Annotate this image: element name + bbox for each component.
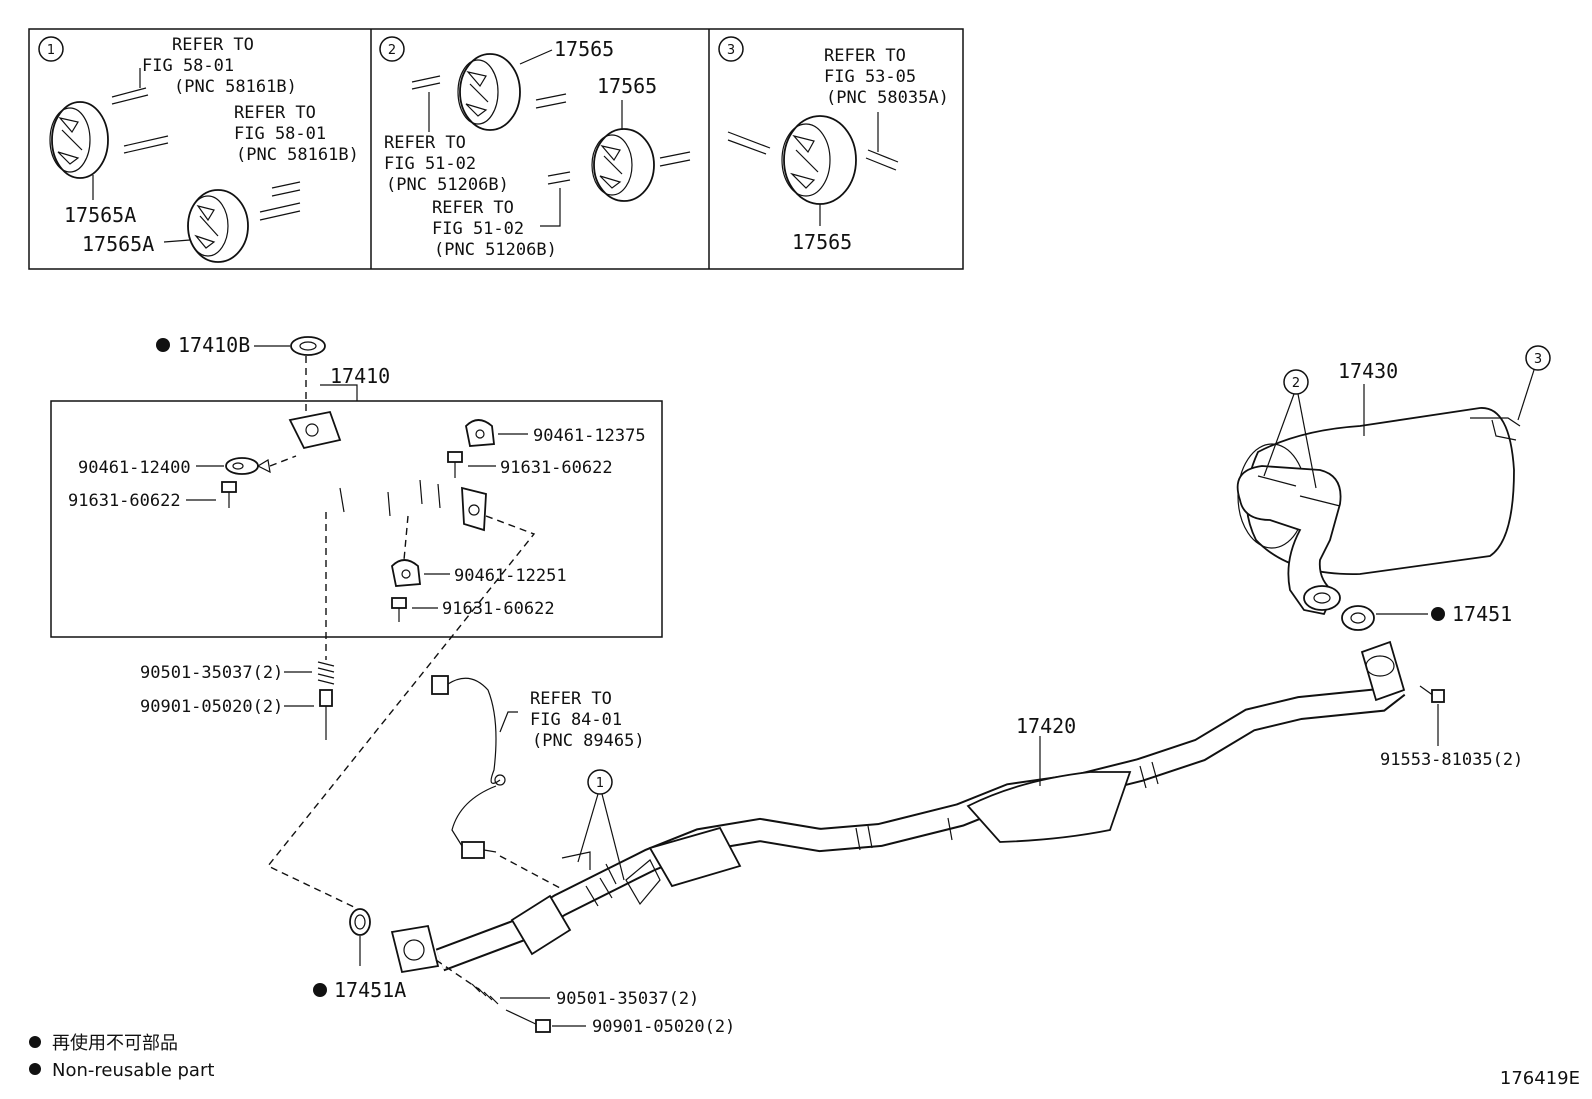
bolt-90901-05020-a xyxy=(319,689,333,740)
callout-3-circle xyxy=(1525,345,1551,371)
panel-3-ref-line2: FIG 53-05 xyxy=(824,67,916,87)
callout-1-number: 1 xyxy=(596,776,604,791)
label-91631-60622-c: 91631-60622 xyxy=(442,599,555,619)
gasket-17451 xyxy=(1341,605,1375,631)
panel-1-number-circle xyxy=(38,36,64,62)
bolt-90901-05020-b xyxy=(505,1009,551,1033)
non-reusable-dot-17451A xyxy=(313,983,327,997)
panel-1-hanger-rods xyxy=(111,68,301,221)
label-17451A: 17451A xyxy=(334,978,406,1002)
label-17451: 17451 xyxy=(1452,602,1512,626)
label-90501-35037-b: 90501-35037(2) xyxy=(556,989,699,1009)
center-exhaust-pipe-17420 xyxy=(390,640,1406,974)
label-91553-81035: 91553-81035(2) xyxy=(1380,750,1523,770)
panel-2-part-label-2: 17565 xyxy=(597,74,657,98)
clamp-90461-12400 xyxy=(225,457,271,475)
hanger-17565-panel2-lower xyxy=(591,128,655,202)
muffler-17430 xyxy=(1236,407,1521,616)
label-17410B: 17410B xyxy=(178,333,250,357)
panel-1-number: 1 xyxy=(47,43,55,58)
inset-panel-1: 1 REFER TO FIG 58-01 (PNC 58161B) REFER … xyxy=(38,35,359,263)
panel-3-number-circle xyxy=(718,36,744,62)
hanger-17565A-upper xyxy=(49,101,109,179)
callout-2-number: 2 xyxy=(1292,376,1300,391)
label-91631-60622-a: 91631-60622 xyxy=(500,458,613,478)
gasket-17451A xyxy=(349,908,371,936)
spring-90501-35037-a xyxy=(317,661,335,685)
hanger-90461-12251 xyxy=(391,559,421,587)
panel-2-hanger-rods xyxy=(411,75,691,227)
label-90901-05020-b: 90901-05020(2) xyxy=(592,1017,735,1037)
panel-2-ref-1-line1: REFER TO xyxy=(384,133,466,153)
label-90901-05020-a: 90901-05020(2) xyxy=(140,697,283,717)
callout-3-number: 3 xyxy=(1534,352,1542,367)
panel-1-part-label-2: 17565A xyxy=(82,232,154,256)
hanger-90461-12375 xyxy=(465,419,495,447)
panel-2-number: 2 xyxy=(388,43,396,58)
legend-jp: 再使用不可部品 xyxy=(52,1033,178,1054)
panel-1-part-label-1: 17565A xyxy=(64,203,136,227)
legend-en: Non-reusable part xyxy=(52,1060,214,1081)
hanger-17565-panel2-upper xyxy=(457,53,521,131)
label-91631-60622-b: 91631-60622 xyxy=(68,491,181,511)
panel-2-ref-2-line1: REFER TO xyxy=(432,198,514,218)
inset-panel-3: 3 REFER TO FIG 53-05 (PNC 58035A) 17565 xyxy=(718,36,949,254)
panel-2-part-label-1: 17565 xyxy=(554,37,614,61)
panel-2-ref-2-line2: FIG 51-02 xyxy=(432,219,524,239)
front-pipe-to-gasket-guide xyxy=(266,515,536,909)
panel-1-ref-2-line1: REFER TO xyxy=(234,103,316,123)
panel-2-ref-1-line2: FIG 51-02 xyxy=(384,154,476,174)
panel-1-ref-1-line2: FIG 58-01 xyxy=(142,56,234,76)
front-pipe-17410 xyxy=(288,410,487,532)
panel-2-number-circle xyxy=(379,36,405,62)
panel-3-ref-line1: REFER TO xyxy=(824,46,906,66)
sensor-ref-line1: REFER TO xyxy=(530,689,612,709)
panel-3-part-label: 17565 xyxy=(792,230,852,254)
spring-90501-35037-b xyxy=(471,983,499,1005)
bolt-91631-60622-c xyxy=(391,597,407,622)
label-17420: 17420 xyxy=(1016,714,1076,738)
hanger-17565A-lower xyxy=(187,189,249,263)
gasket-17410B xyxy=(290,336,326,356)
panel-1-ref-2-line3: (PNC 58161B) xyxy=(236,145,359,165)
label-90461-12375: 90461-12375 xyxy=(533,426,646,446)
panel-3-number: 3 xyxy=(727,43,735,58)
panel-2-ref-1-line3: (PNC 51206B) xyxy=(386,175,509,195)
non-reusable-dot-17410B xyxy=(156,338,170,352)
callout-1-circle xyxy=(587,769,613,795)
sensor-ref-line3: (PNC 89465) xyxy=(532,731,645,751)
panel-1-ref-2-line2: FIG 58-01 xyxy=(234,124,326,144)
oxygen-sensor xyxy=(431,675,506,859)
panel-1-ref-1-line1: REFER TO xyxy=(172,35,254,55)
label-90461-12400: 90461-12400 xyxy=(78,458,191,478)
label-90461-12251: 90461-12251 xyxy=(454,566,567,586)
label-17410: 17410 xyxy=(330,364,390,388)
callout-2-circle xyxy=(1283,369,1309,395)
inset-panel-2: 2 17565 17565 REFER TO FIG 51-02 (PNC 51… xyxy=(379,36,691,260)
bolt-91631-60622-a xyxy=(447,451,463,478)
panel-3-ref-line3: (PNC 58035A) xyxy=(826,88,949,108)
panel-1-ref-1-line3: (PNC 58161B) xyxy=(174,77,297,97)
hanger-17565-panel3 xyxy=(781,115,857,205)
label-90501-35037-a: 90501-35037(2) xyxy=(140,663,283,683)
panel-3-hanger-rods xyxy=(727,112,899,171)
legend: 再使用不可部品 Non-reusable part xyxy=(29,1033,214,1081)
front-pipe-group-box xyxy=(50,384,663,638)
non-reusable-dot-17451 xyxy=(1431,607,1445,621)
legend-dot-en xyxy=(29,1063,41,1075)
figure-id: 176419E xyxy=(1500,1068,1580,1089)
sensor-ref-line2: FIG 84-01 xyxy=(530,710,622,730)
inset-panels xyxy=(28,28,964,270)
label-17430: 17430 xyxy=(1338,359,1398,383)
panel-2-ref-2-line3: (PNC 51206B) xyxy=(434,240,557,260)
bolt-91631-60622-b xyxy=(221,481,237,508)
legend-dot-jp xyxy=(29,1036,41,1048)
bolt-91553-81035 xyxy=(1419,685,1445,703)
